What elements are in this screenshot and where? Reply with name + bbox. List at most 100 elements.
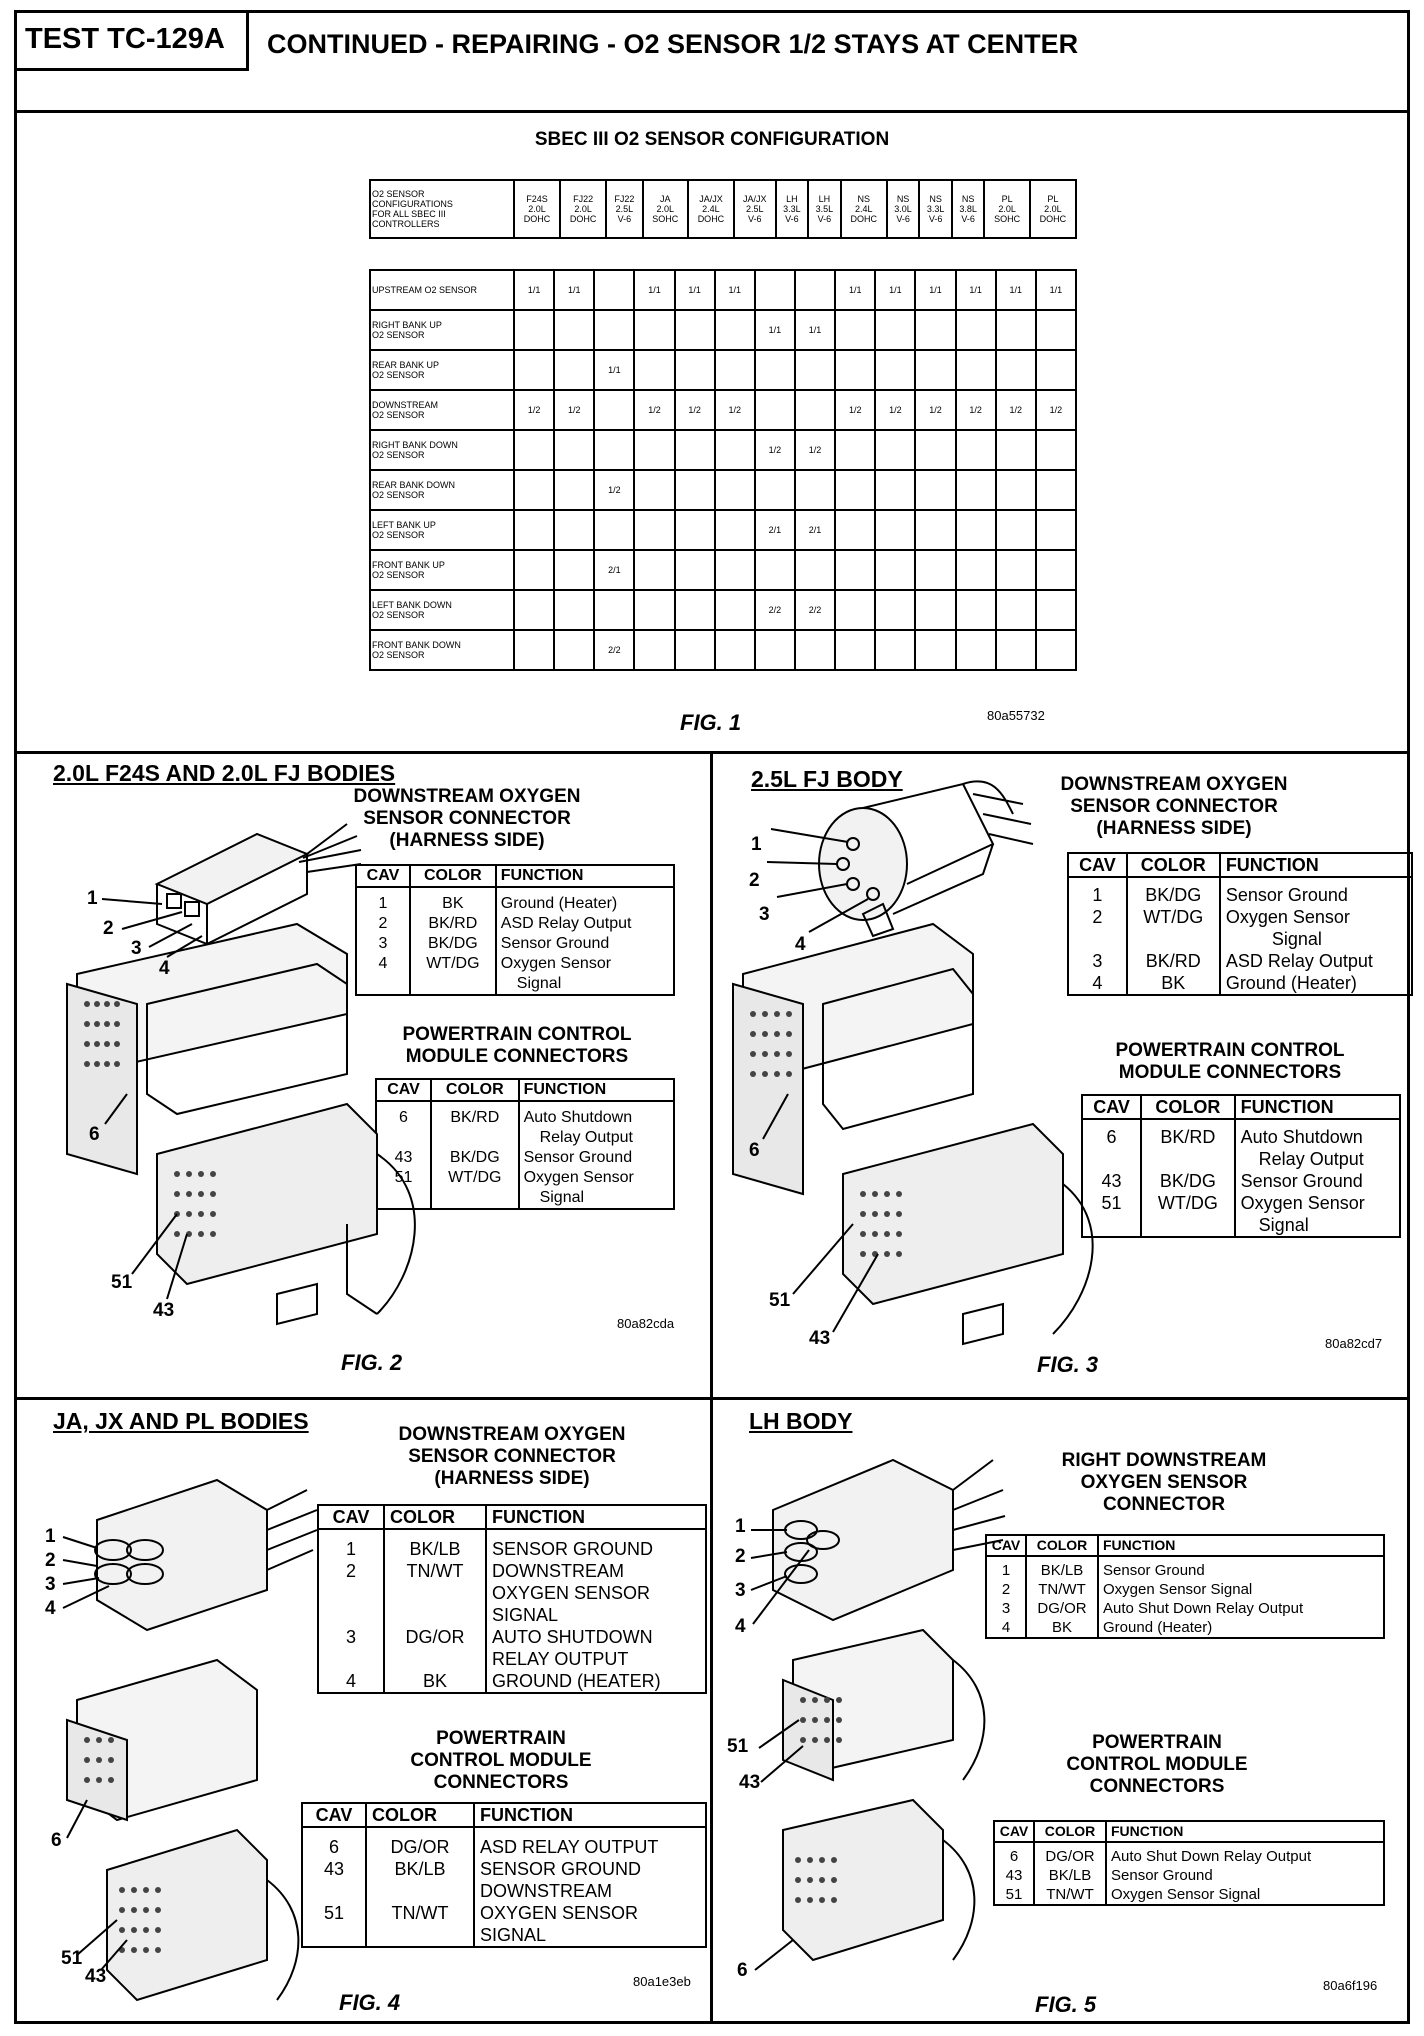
row-label-line: O2 SENSOR — [372, 410, 425, 420]
col-color: COLOR — [365, 1802, 475, 1828]
fig5-code: 80a6f196 — [1323, 1978, 1378, 1993]
fig2-conn-title: DOWNSTREAM OXYGEN SENSOR CONNECTOR (HARN… — [347, 786, 587, 852]
cav-value: 51 — [1101, 1193, 1122, 1213]
config-cell — [914, 509, 957, 551]
config-cell: 1/2 — [633, 389, 676, 431]
column-header-line: NS — [961, 194, 975, 204]
row-label-line: O2 SENSOR — [372, 370, 425, 380]
col-function: FUNCTION — [1218, 852, 1414, 878]
fig5-conn-title-line: RIGHT DOWNSTREAM — [1061, 1450, 1267, 1471]
cav-value: 1 — [1092, 885, 1103, 905]
col-cav: CAV — [301, 1802, 367, 1828]
config-cell — [633, 589, 676, 631]
config-cell — [673, 349, 716, 391]
cav-value: 3 — [378, 935, 388, 952]
col-color: COLOR — [1125, 852, 1221, 878]
color-value: BK/LB — [1040, 1562, 1084, 1579]
column-header-line: 2.0L — [574, 204, 592, 214]
config-cell — [512, 549, 556, 591]
row-label-line: RIGHT BANK UP — [372, 320, 442, 330]
color-value: WT/DG — [448, 1169, 502, 1186]
fig4-panel: JA, JX AND PL BODIES DOWNSTREAM OXYGEN S… — [17, 1400, 713, 2021]
config-cell — [954, 429, 997, 471]
config-cell: 1/1 — [834, 269, 877, 311]
page-header: TEST TC-129A CONTINUED - REPAIRING - O2 … — [17, 13, 1407, 113]
corner-label-line: CONFIGURATIONS — [372, 199, 453, 209]
cav-value: 2 — [378, 915, 388, 932]
column-header-line: V-6 — [928, 214, 943, 224]
callout-2: 2 — [735, 1546, 746, 1567]
color-value: BK/DG — [427, 935, 478, 952]
fig3-pcm-title: POWERTRAIN CONTROL MODULE CONNECTORS — [1105, 1040, 1355, 1084]
config-cell: 1/2 — [673, 389, 716, 431]
config-cell — [633, 629, 676, 671]
column-header-line: 3.3L — [783, 204, 801, 214]
fig3-conn-title-line: DOWNSTREAM OXYGEN — [1060, 774, 1288, 795]
column-header-line: 2.0L — [998, 204, 1016, 214]
column-header-line: 2.0L — [528, 204, 546, 214]
config-cell — [834, 469, 877, 511]
column-header-line: V-6 — [961, 214, 975, 224]
config-cell — [874, 429, 917, 471]
config-cell: 1/2 — [874, 389, 917, 431]
row-label-line: O2 SENSOR — [372, 330, 425, 340]
config-cell — [753, 389, 796, 431]
config-cell — [834, 509, 877, 551]
color-value: BK/DG — [1145, 885, 1202, 905]
fig2-title: 2.0L F24S AND 2.0L FJ BODIES — [53, 760, 396, 786]
config-cell — [1034, 589, 1078, 631]
config-row-label: UPSTREAM O2 SENSOR — [369, 269, 515, 311]
column-header-line: FJ22 — [614, 194, 635, 204]
cav-value: 43 — [1005, 1867, 1023, 1884]
column-header-line: PL — [1047, 194, 1059, 204]
column-header-line: 2.4L — [702, 204, 720, 214]
fig2-caption: FIG. 2 — [341, 1350, 403, 1375]
fig4-connector-illustration — [62, 1478, 318, 2002]
function-value: Oxygen Sensor — [500, 955, 612, 972]
config-cell: 1/1 — [553, 269, 596, 311]
row-label-line: LEFT BANK DOWN — [372, 600, 452, 610]
col-cav: CAV — [317, 1504, 385, 1530]
function-value: Oxygen Sensor Signal — [1111, 1886, 1261, 1903]
function-value: OXYGEN SENSOR — [492, 1583, 651, 1603]
callout-3: 3 — [735, 1580, 746, 1601]
function-value: Ground (Heater) — [500, 895, 618, 912]
cav-value: 4 — [1092, 973, 1103, 993]
config-cell — [633, 309, 676, 351]
row-label-line: O2 SENSOR — [372, 450, 425, 460]
fig2-conn-title-line: (HARNESS SIDE) — [389, 830, 545, 851]
config-cell — [713, 309, 756, 351]
config-cell — [512, 509, 556, 551]
fig3-code: 80a82cd7 — [1325, 1336, 1383, 1351]
function-value: Sensor Ground — [500, 935, 610, 952]
config-cell: 1/1 — [512, 269, 556, 311]
column-header-line: JA/JX — [699, 194, 723, 204]
color-value: BK — [442, 895, 464, 912]
config-cell: 1/2 — [793, 429, 837, 471]
fig4-code: 80a1e3eb — [633, 1974, 691, 1989]
cav-value: 51 — [1005, 1886, 1023, 1903]
color-value: DG/OR — [390, 1837, 450, 1857]
column-header-line: DOHC — [1039, 214, 1067, 224]
